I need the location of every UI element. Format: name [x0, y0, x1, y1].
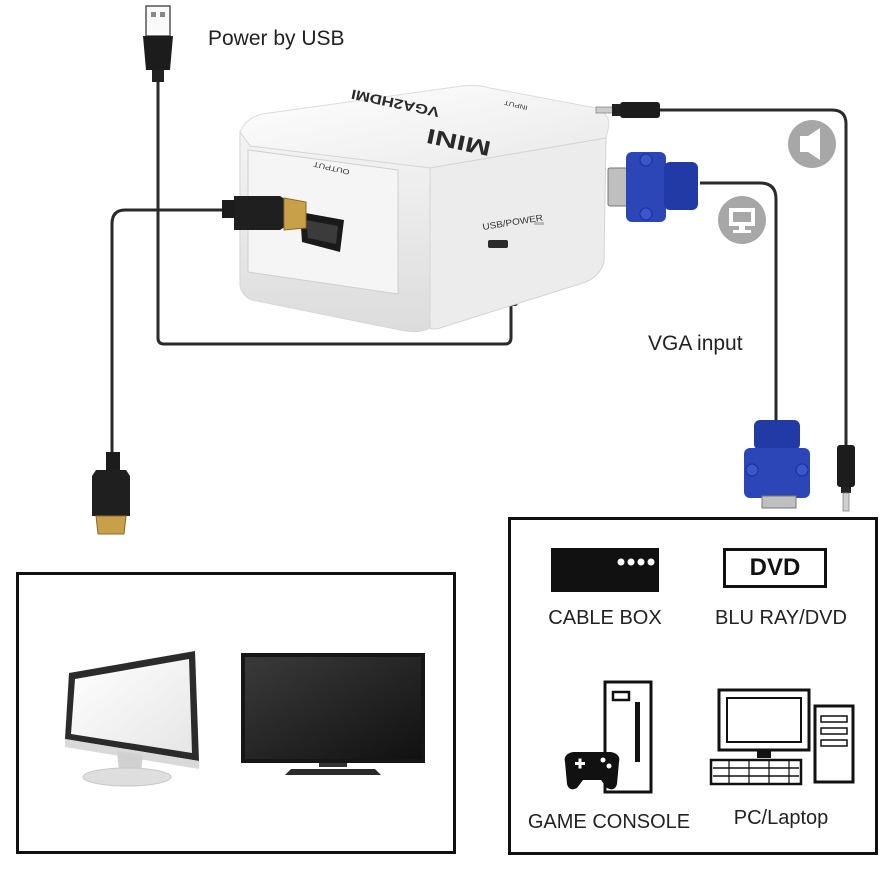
audio-plug-top-icon [595, 102, 660, 118]
desktop-pc-icon [709, 688, 855, 786]
vga-plug-bottom-icon [744, 420, 810, 509]
hdmi-plug-top-icon [222, 196, 307, 231]
game-console-icon [564, 680, 653, 794]
tv-icon [241, 653, 425, 775]
displays-art [65, 651, 425, 787]
dvd-player-icon: DVD [723, 548, 827, 588]
speaker-icon [788, 120, 836, 168]
monitor-icon [65, 651, 199, 787]
monitor-circle-icon [718, 196, 766, 244]
pc-laptop-label: PC/Laptop [733, 807, 829, 829]
cable-box-label: CABLE BOX [548, 607, 662, 629]
vga2hdmi-converter: MINI VGA2HDMI OUTPUT INPUT USB/POWER [239, 84, 610, 333]
hdmi-cable [110, 208, 232, 455]
audio-cable [660, 108, 848, 445]
power-by-usb-label: Power by USB [208, 27, 345, 50]
blu-ray-dvd-label: BLU RAY/DVD [715, 607, 847, 629]
game-console-label: GAME CONSOLE [527, 811, 691, 833]
displays-panel [16, 572, 456, 854]
audio-plug-bottom-icon [837, 445, 855, 512]
cable-box-icon [551, 548, 659, 592]
usb-cable [156, 80, 513, 346]
usb-plug-icon [143, 5, 173, 82]
vga-cable [700, 181, 778, 422]
hdmi-plug-bottom-icon [92, 452, 130, 535]
sources-panel: CABLE BOX DVD BLU RAY/DVD GAME CONSOLE P… [508, 517, 878, 855]
vga-plug-top-icon [607, 152, 698, 222]
vga-input-label: VGA input [648, 332, 743, 355]
